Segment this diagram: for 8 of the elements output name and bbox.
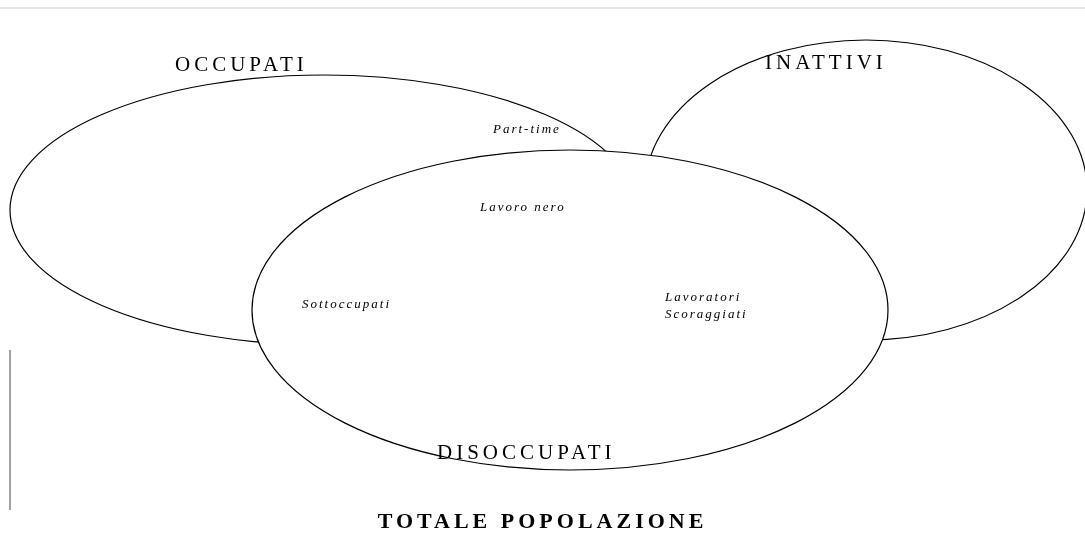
region-label: Lavoro nero bbox=[480, 198, 567, 215]
set-title: DISOCCUPATI bbox=[437, 440, 616, 465]
region-label: Sottoccupati bbox=[302, 295, 392, 312]
caption: TOTALE POPOLAZIONE bbox=[376, 508, 709, 534]
region-label: Lavoratori Scoraggiati bbox=[665, 288, 749, 322]
region-label: Part-time bbox=[493, 120, 562, 137]
set-title: INATTIVI bbox=[765, 50, 887, 75]
set-title: OCCUPATI bbox=[175, 52, 308, 77]
